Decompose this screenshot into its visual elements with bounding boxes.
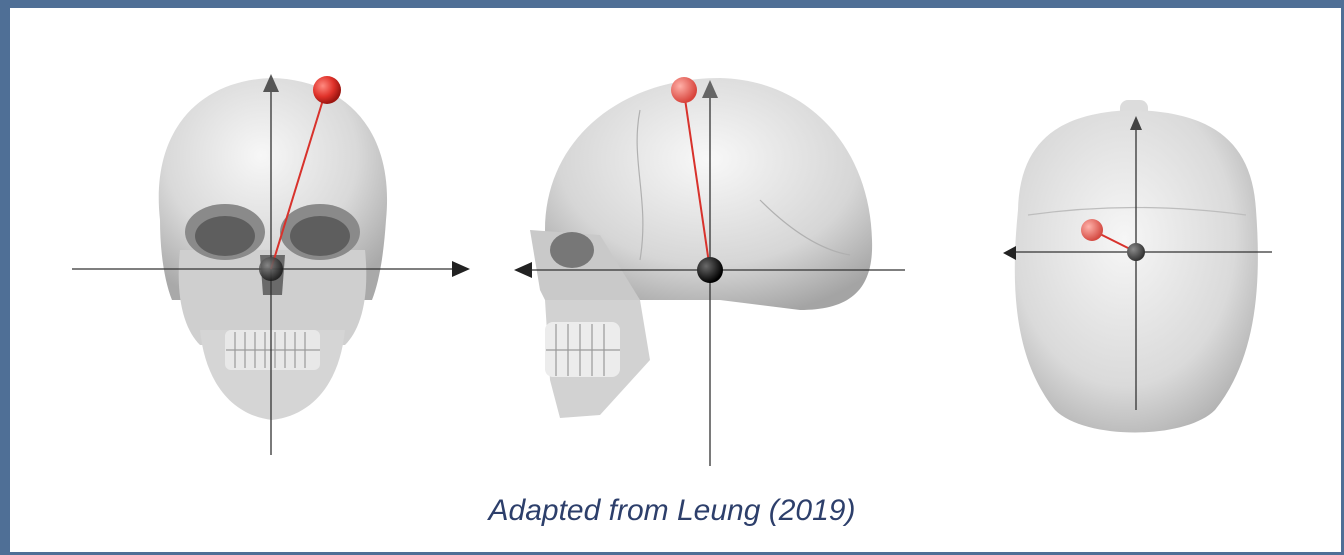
target-marker bbox=[1081, 219, 1103, 241]
origin-marker bbox=[1127, 243, 1145, 261]
x-axis-arrow-icon bbox=[1003, 246, 1016, 260]
target-marker bbox=[671, 77, 697, 103]
x-axis-arrow-icon bbox=[452, 261, 470, 277]
superior-skull-view bbox=[990, 60, 1290, 470]
skull-front-icon bbox=[159, 78, 387, 420]
target-marker bbox=[313, 76, 341, 104]
frontal-skull-view bbox=[60, 60, 480, 470]
x-axis-arrow-icon bbox=[514, 262, 532, 278]
figure-caption: Adapted from Leung (2019) bbox=[0, 494, 1344, 528]
origin-marker bbox=[259, 257, 283, 281]
skull-side-icon bbox=[530, 78, 872, 418]
lateral-skull-view bbox=[500, 60, 920, 470]
origin-marker bbox=[697, 257, 723, 283]
